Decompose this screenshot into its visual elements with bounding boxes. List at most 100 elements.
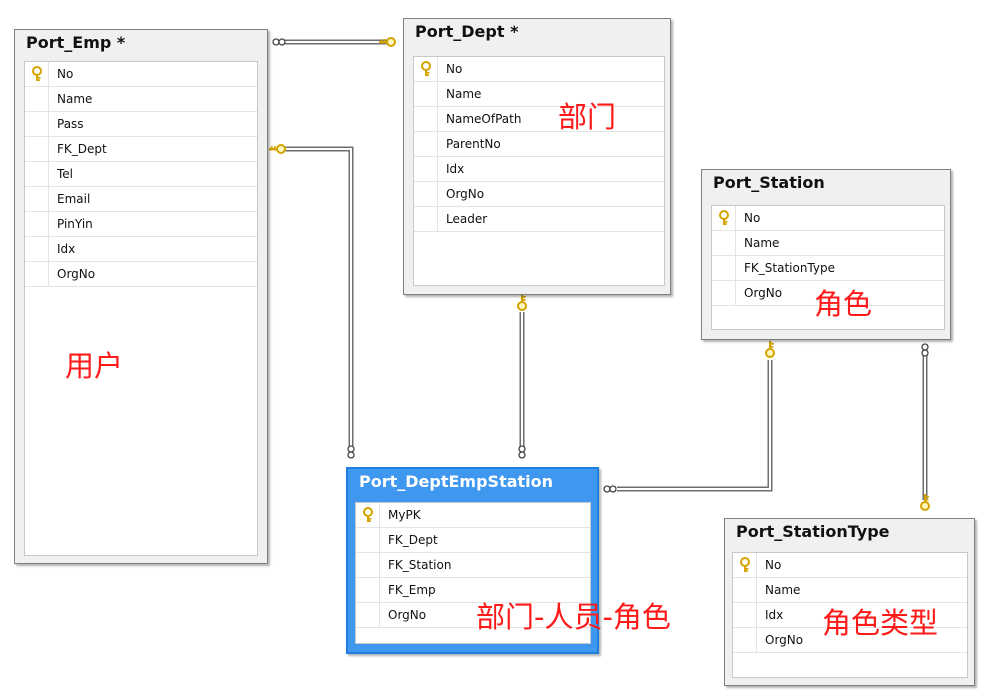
- one-end-key-icon: [920, 494, 930, 511]
- primary-key-icon: [362, 507, 374, 523]
- table-title[interactable]: Port_StationType: [736, 522, 890, 541]
- annotation-emp: 用户: [65, 349, 124, 383]
- row-selector[interactable]: [414, 82, 438, 106]
- row-selector[interactable]: [733, 628, 757, 652]
- row-selector[interactable]: [25, 162, 49, 186]
- column-name: FK_Emp: [388, 583, 436, 597]
- column-name: No: [57, 67, 74, 81]
- column-name: Name: [744, 236, 780, 250]
- column-row[interactable]: Idx: [414, 157, 664, 182]
- row-selector[interactable]: [733, 553, 757, 577]
- row-selector[interactable]: [414, 57, 438, 81]
- column-row[interactable]: OrgNo: [733, 628, 967, 653]
- column-row[interactable]: No: [414, 57, 664, 82]
- row-selector[interactable]: [25, 137, 49, 161]
- column-name: Name: [57, 92, 93, 106]
- many-end-icon: [272, 38, 286, 46]
- column-row[interactable]: PinYin: [25, 212, 257, 237]
- column-name: Tel: [57, 167, 74, 181]
- annotation-des: 部门-人员-角色: [476, 600, 671, 634]
- column-row[interactable]: FK_Station: [356, 553, 590, 578]
- row-selector[interactable]: [356, 603, 380, 627]
- row-selector[interactable]: [25, 187, 49, 211]
- column-row[interactable]: FK_StationType: [712, 256, 944, 281]
- column-name: No: [765, 558, 782, 572]
- column-row[interactable]: MyPK: [356, 503, 590, 528]
- column-name: Idx: [57, 242, 76, 256]
- table-title[interactable]: Port_Emp *: [26, 33, 126, 52]
- column-row[interactable]: No: [733, 553, 967, 578]
- column-row[interactable]: OrgNo: [712, 281, 944, 306]
- row-selector[interactable]: [712, 231, 736, 255]
- row-selector[interactable]: [25, 62, 49, 86]
- one-end-key-icon: [765, 341, 775, 358]
- column-row[interactable]: OrgNo: [25, 262, 257, 287]
- row-selector[interactable]: [25, 212, 49, 236]
- column-row[interactable]: Name: [712, 231, 944, 256]
- row-selector[interactable]: [712, 281, 736, 305]
- row-selector[interactable]: [712, 256, 736, 280]
- column-name: FK_Station: [388, 558, 452, 572]
- column-name: Name: [765, 583, 801, 597]
- row-selector[interactable]: [356, 578, 380, 602]
- column-row[interactable]: Name: [414, 82, 664, 107]
- many-end-icon: [518, 445, 526, 459]
- row-selector[interactable]: [25, 112, 49, 136]
- row-selector[interactable]: [25, 87, 49, 111]
- column-name: FK_Dept: [388, 533, 438, 547]
- column-row[interactable]: Idx: [733, 603, 967, 628]
- row-selector[interactable]: [414, 207, 438, 231]
- row-selector[interactable]: [414, 132, 438, 156]
- column-name: MyPK: [388, 508, 421, 522]
- column-row[interactable]: NameOfPath: [414, 107, 664, 132]
- row-selector[interactable]: [414, 157, 438, 181]
- row-selector[interactable]: [356, 528, 380, 552]
- column-row[interactable]: Name: [733, 578, 967, 603]
- column-name: OrgNo: [744, 286, 783, 300]
- column-row[interactable]: FK_Dept: [356, 528, 590, 553]
- one-end-key-icon: [379, 37, 396, 47]
- column-name: FK_Dept: [57, 142, 107, 156]
- column-row[interactable]: FK_Emp: [356, 578, 590, 603]
- column-row[interactable]: ParentNo: [414, 132, 664, 157]
- column-name: OrgNo: [765, 633, 804, 647]
- many-end-icon: [347, 445, 355, 459]
- column-name: No: [446, 62, 463, 76]
- column-row[interactable]: Pass: [25, 112, 257, 137]
- column-row[interactable]: Tel: [25, 162, 257, 187]
- row-selector[interactable]: [414, 182, 438, 206]
- column-name: OrgNo: [446, 187, 485, 201]
- row-selector[interactable]: [733, 578, 757, 602]
- row-selector[interactable]: [25, 237, 49, 261]
- column-row[interactable]: Email: [25, 187, 257, 212]
- row-selector[interactable]: [733, 603, 757, 627]
- column-row[interactable]: OrgNo: [414, 182, 664, 207]
- column-name: Name: [446, 87, 482, 101]
- row-selector[interactable]: [25, 262, 49, 286]
- primary-key-icon: [718, 210, 730, 226]
- row-selector[interactable]: [356, 553, 380, 577]
- column-row[interactable]: FK_Dept: [25, 137, 257, 162]
- link-emp-des[interactable]: [283, 146, 354, 448]
- column-name: Leader: [446, 212, 488, 226]
- link-station-des[interactable]: [617, 360, 773, 492]
- many-end-icon: [921, 343, 929, 357]
- column-row[interactable]: No: [25, 62, 257, 87]
- column-row[interactable]: Idx: [25, 237, 257, 262]
- row-selector[interactable]: [414, 107, 438, 131]
- column-row[interactable]: Leader: [414, 207, 664, 232]
- row-selector[interactable]: [712, 206, 736, 230]
- annotation-station: 角色: [814, 287, 873, 321]
- column-name: NameOfPath: [446, 112, 522, 126]
- table-title[interactable]: Port_Dept *: [415, 22, 519, 41]
- table-title[interactable]: Port_Station: [713, 173, 825, 192]
- row-selector[interactable]: [356, 503, 380, 527]
- table-title[interactable]: Port_DeptEmpStation: [359, 472, 554, 491]
- column-row[interactable]: Name: [25, 87, 257, 112]
- column-row[interactable]: No: [712, 206, 944, 231]
- column-row[interactable]: OrgNo: [356, 603, 590, 628]
